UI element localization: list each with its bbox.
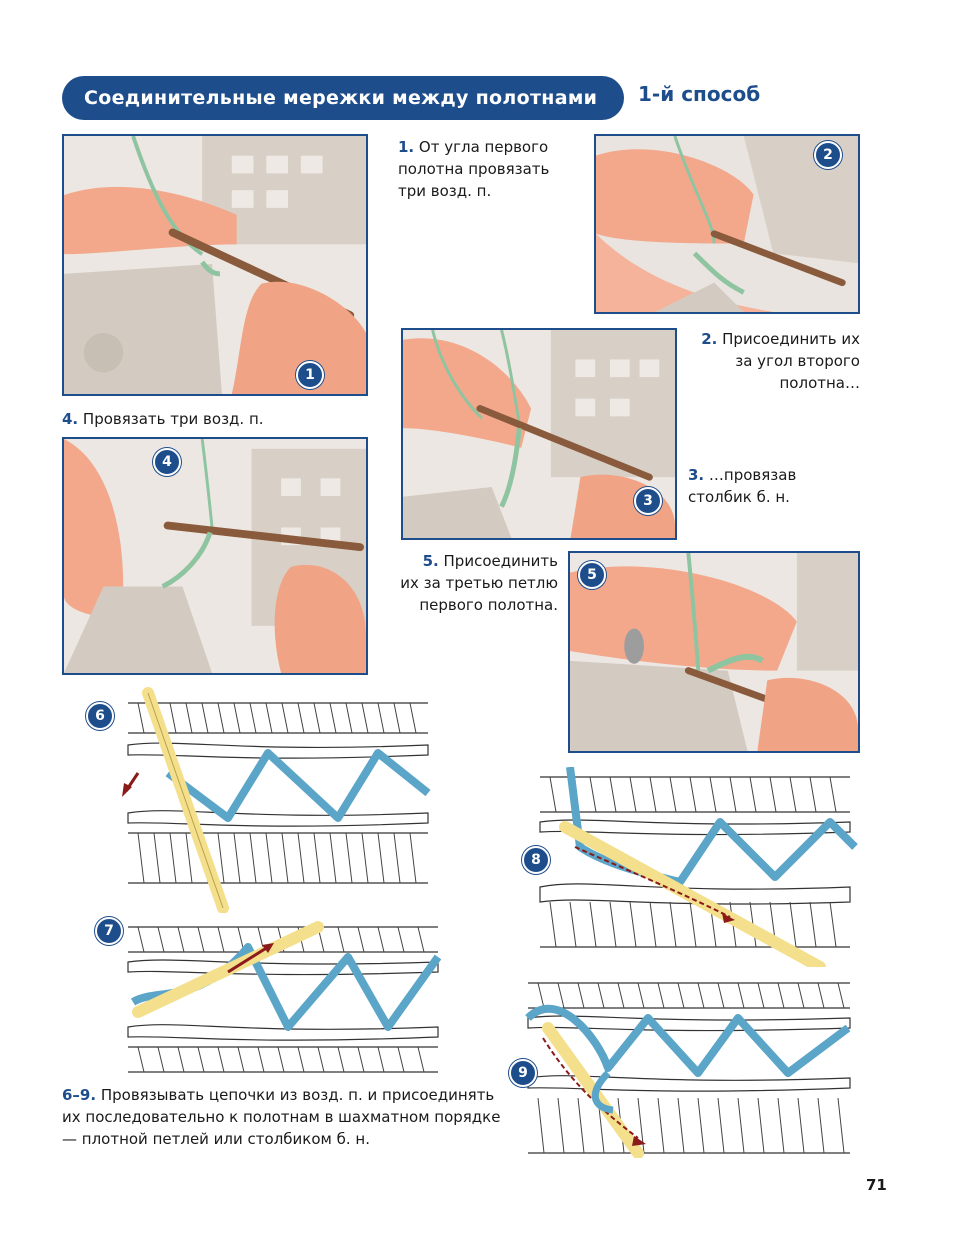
step-badge-2: 2 bbox=[814, 141, 842, 169]
step-5-description: Присоединить их за третью петлю первого … bbox=[400, 552, 558, 614]
step-6-9-description: Провязывать цепочки из возд. п. и присое… bbox=[62, 1086, 501, 1148]
diagram-badge-8: 8 bbox=[522, 846, 550, 874]
step-badge-4: 4 bbox=[153, 448, 181, 476]
step-1-number: 1. bbox=[398, 138, 415, 156]
page-number: 71 bbox=[866, 1176, 887, 1194]
step-1-text: 1. От угла первого полотна провязать три… bbox=[398, 136, 578, 202]
step-2-number: 2. bbox=[701, 330, 718, 348]
diagram-step-9 bbox=[518, 978, 860, 1158]
diagram-step-8 bbox=[530, 767, 860, 967]
step-6-9-text: 6–9. Провязывать цепочки из возд. п. и п… bbox=[62, 1084, 502, 1150]
step-badge-1: 1 bbox=[296, 361, 324, 389]
photo-step-5 bbox=[568, 551, 860, 753]
method-label: 1-й способ bbox=[638, 82, 761, 106]
diagram-step-7 bbox=[118, 917, 448, 1077]
photo-step-1 bbox=[62, 134, 368, 396]
step-3-description: …провязав столбик б. н. bbox=[688, 466, 797, 506]
diagram-badge-7: 7 bbox=[95, 917, 123, 945]
step-badge-3: 3 bbox=[634, 487, 662, 515]
step-3-number: 3. bbox=[688, 466, 705, 484]
step-1-description: От угла первого полотна провязать три во… bbox=[398, 138, 550, 200]
step-2-description: Присоединить их за угол второго полотна… bbox=[722, 330, 860, 392]
step-5-text: 5. Присоединить их за третью петлю перво… bbox=[400, 550, 558, 616]
diagram-step-6 bbox=[118, 683, 438, 913]
step-badge-5: 5 bbox=[578, 561, 606, 589]
diagram-badge-9: 9 bbox=[509, 1059, 537, 1087]
step-5-number: 5. bbox=[422, 552, 439, 570]
diagram-badge-6: 6 bbox=[86, 702, 114, 730]
step-2-text: 2. Присоединить их за угол второго полот… bbox=[700, 328, 860, 394]
step-4-description: Провязать три возд. п. bbox=[82, 410, 264, 428]
step-3-text: 3. …провязав столбик б. н. bbox=[688, 464, 838, 508]
step-6-9-number: 6–9. bbox=[62, 1086, 97, 1104]
section-title: Соединительные мережки между полотнами bbox=[84, 87, 598, 109]
step-4-number: 4. bbox=[62, 410, 79, 428]
photo-step-4 bbox=[62, 437, 368, 675]
photo-step-2 bbox=[594, 134, 860, 314]
step-4-text: 4. Провязать три возд. п. bbox=[62, 408, 362, 430]
section-title-bar: Соединительные мережки между полотнами bbox=[62, 76, 624, 120]
